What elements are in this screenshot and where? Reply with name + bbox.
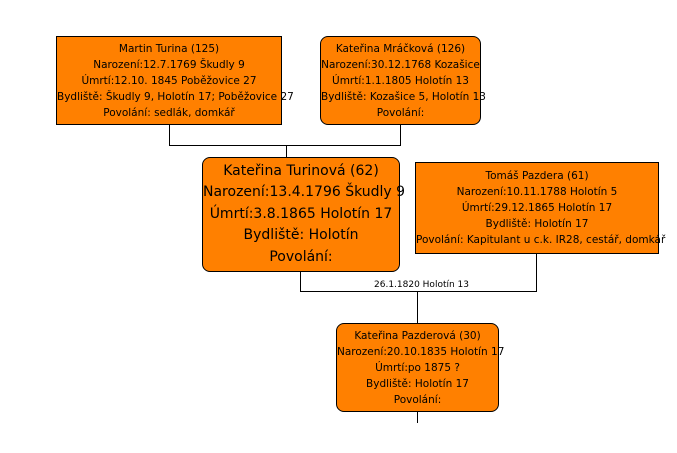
person-death: Úmrtí:29.12.1865 Holotín 17: [461, 202, 613, 214]
person-box-katerina-turinova[interactable]: Kateřina Turinová (62) Narození:13.4.179…: [202, 157, 406, 272]
person-birth: Narození:20.10.1835 Holotín 17: [337, 345, 505, 358]
person-death: Úmrtí:po 1875 ?: [375, 361, 460, 374]
person-box-martin-turina[interactable]: Martin Turina (125) Narození:12.7.1769 Š…: [56, 36, 294, 125]
person-name: Tomáš Pazdera (61): [485, 170, 589, 182]
person-residence: Bydliště: Holotín: [243, 227, 359, 244]
person-occupation: Povolání:: [376, 106, 425, 119]
marriage-label: 26.1.1820 Holotín 13: [374, 280, 469, 290]
person-box-tomas-pazdera[interactable]: Tomáš Pazdera (61) Narození:10.11.1788 H…: [415, 162, 666, 254]
person-occupation: Povolání: Kapitulant u c.k. IR28, cestář…: [416, 234, 666, 246]
person-occupation: Povolání:: [269, 248, 333, 265]
person-name: Kateřina Pazderová (30): [354, 329, 481, 342]
person-birth: Narození:12.7.1769 Škudly 9: [93, 58, 245, 71]
person-residence: Bydliště: Holotín 17: [485, 218, 589, 230]
person-death: Úmrtí:12.10. 1845 Poběžovice 27: [81, 74, 257, 87]
person-birth: Narození:30.12.1768 Kozašice: [321, 58, 480, 71]
person-name: Kateřina Turinová (62): [223, 162, 379, 179]
person-birth: Narození:10.11.1788 Holotín 5: [456, 186, 618, 198]
person-residence: Bydliště: Holotín 17: [366, 377, 469, 390]
person-residence: Bydliště: Škudly 9, Holotín 17; Poběžovi…: [57, 90, 294, 103]
person-name: Kateřina Mráčková (126): [335, 42, 466, 55]
person-occupation: Povolání: sedlák, domkář: [103, 106, 235, 119]
person-name: Martin Turina (125): [118, 42, 220, 55]
person-death: Úmrtí:3.8.1865 Holotín 17: [209, 205, 393, 222]
person-occupation: Povolání:: [393, 393, 442, 406]
person-birth: Narození:13.4.1796 Škudly 9: [203, 184, 406, 201]
person-box-katerina-mrackova[interactable]: Kateřina Mráčková (126) Narození:30.12.1…: [320, 36, 486, 125]
person-residence: Bydliště: Kozašice 5, Holotín 13: [321, 90, 486, 103]
person-death: Úmrtí:1.1.1805 Holotín 13: [332, 74, 469, 87]
person-box-katerina-pazderova[interactable]: Kateřina Pazderová (30) Narození:20.10.1…: [336, 323, 505, 412]
